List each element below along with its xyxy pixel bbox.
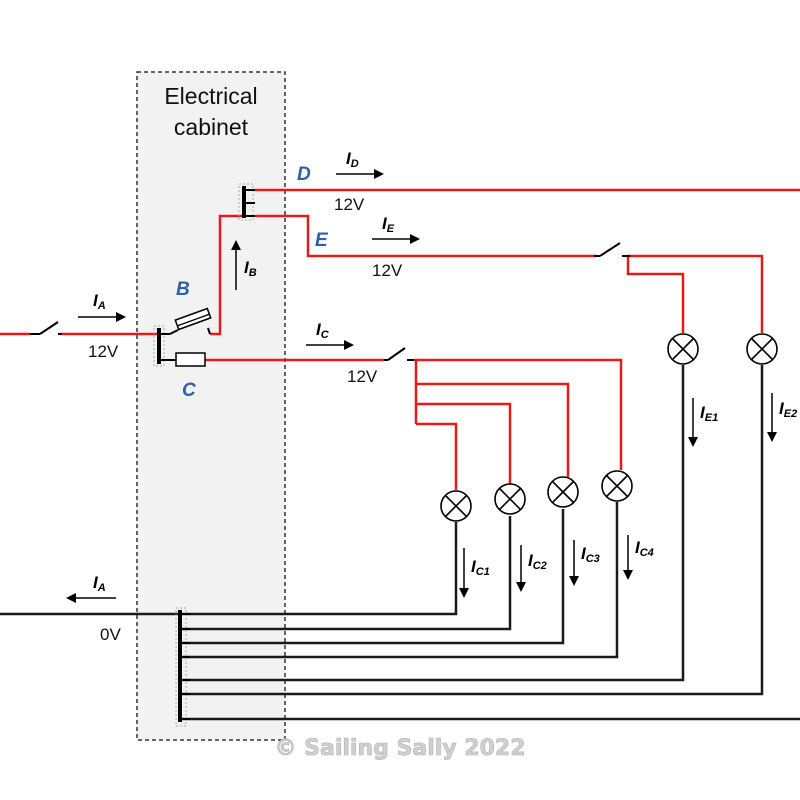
current-label-ie2: IE2 bbox=[779, 399, 797, 420]
current-label-ic3: IC3 bbox=[581, 544, 600, 565]
busbar-d-e bbox=[238, 183, 255, 221]
lamp-e2 bbox=[746, 333, 778, 365]
current-label-ia-out: IA bbox=[93, 573, 106, 594]
lamp-c4 bbox=[601, 470, 633, 502]
current-labels: IA IA IB IC ID IE IC1 IC2 IC3 IC4 IE1 IE… bbox=[93, 149, 797, 594]
voltage-label-ground: 0V bbox=[100, 625, 121, 644]
node-label-e: E bbox=[315, 230, 329, 251]
positive-wiring bbox=[0, 188, 800, 490]
lamps bbox=[440, 333, 778, 522]
current-label-ib: IB bbox=[244, 258, 257, 279]
switch-e bbox=[594, 242, 630, 257]
switches bbox=[30, 242, 630, 361]
node-label-b: B bbox=[176, 279, 190, 300]
node-labels: B C D E bbox=[176, 164, 329, 401]
lamp-c1 bbox=[440, 490, 472, 522]
negative-wiring bbox=[0, 365, 800, 721]
current-label-ie1: IE1 bbox=[700, 403, 718, 424]
cabinet-title-line2: cabinet bbox=[174, 114, 249, 140]
fuse-c bbox=[175, 352, 206, 367]
current-label-ie: IE bbox=[382, 214, 395, 235]
watermark: © Sailing Sally 2022 bbox=[274, 736, 525, 761]
node-label-d: D bbox=[297, 164, 311, 185]
voltage-label-e: 12V bbox=[372, 261, 403, 280]
current-label-ic: IC bbox=[316, 320, 330, 341]
positive-busbar-main bbox=[153, 325, 176, 367]
voltage-label-d: 12V bbox=[334, 195, 365, 214]
lamp-c2 bbox=[494, 483, 526, 515]
lamp-e1 bbox=[667, 333, 699, 365]
voltage-label-c: 12V bbox=[347, 367, 378, 386]
switch-a bbox=[30, 321, 62, 335]
fuse-b bbox=[169, 307, 212, 335]
voltage-labels: 12V 12V 12V 12V 0V bbox=[88, 195, 403, 644]
lamp-c3 bbox=[547, 476, 579, 508]
switch-c bbox=[384, 347, 414, 361]
current-arrows bbox=[66, 169, 777, 603]
electrical-cabinet-box bbox=[136, 71, 286, 741]
current-label-ic1: IC1 bbox=[471, 557, 490, 578]
current-label-ia-in: IA bbox=[93, 291, 106, 312]
current-label-id: ID bbox=[346, 149, 359, 170]
current-label-ic4: IC4 bbox=[635, 538, 654, 559]
cabinet-title-line1: Electrical bbox=[164, 83, 257, 109]
current-label-ic2: IC2 bbox=[528, 551, 547, 572]
ground-busbar bbox=[175, 607, 190, 727]
voltage-label-a: 12V bbox=[88, 342, 119, 361]
node-label-c: C bbox=[182, 380, 196, 401]
